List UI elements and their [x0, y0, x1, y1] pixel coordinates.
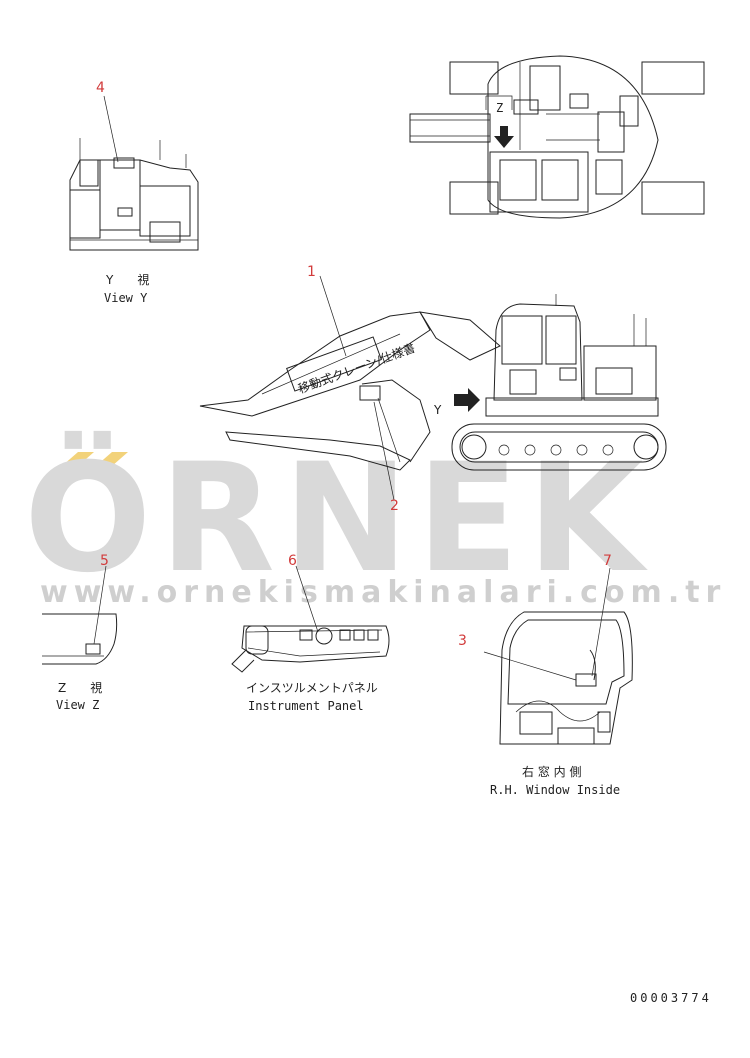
watermark-url: www.ornekismakinalari.com.tr: [40, 575, 726, 610]
callout-4: 4: [96, 80, 105, 96]
rh-window-en: R.H. Window Inside: [490, 783, 620, 797]
arrow-z-icon: [494, 126, 514, 148]
instrument-panel-drawing: 6 インスツルメントパネル Instrument Panel: [231, 553, 390, 713]
rh-window-jp: 右 窓 内 側: [522, 764, 581, 779]
callout-3: 3: [458, 633, 467, 649]
rh-window-drawing: 3 7 右 窓 内 側 R.H. Window Inside: [458, 553, 633, 797]
view-y-jp: Y 視: [105, 272, 149, 287]
instrument-panel-en: Instrument Panel: [248, 699, 364, 713]
instrument-panel-jp: インスツルメントパネル: [246, 681, 378, 695]
watermark-brand: ÖRNEK: [24, 430, 651, 606]
callout-1: 1: [307, 264, 316, 280]
callout-6: 6: [288, 553, 297, 569]
callout-7: 7: [603, 553, 612, 569]
drawing-number: 00003774: [630, 991, 712, 1005]
watermark: ÖRNEK www.ornekismakinalari.com.tr: [24, 430, 726, 610]
arrow-y-icon: [454, 388, 480, 412]
arrow-z-label: Z: [496, 101, 503, 115]
boom-label: 移動式クレーン/仕様書: [296, 341, 417, 396]
view-y-drawing: 4 Y 視 View Y: [69, 80, 199, 305]
watermark-accent-left: [62, 452, 94, 466]
view-y-en: View Y: [104, 291, 148, 305]
arrow-y-label: Y: [433, 403, 442, 417]
watermark-accent-right: [96, 452, 128, 466]
plan-view: Z: [409, 55, 705, 219]
view-z-jp: Z 視: [58, 680, 102, 695]
view-z-en: View Z: [56, 698, 99, 712]
callout-2: 2: [390, 498, 399, 514]
callout-5: 5: [100, 553, 109, 569]
view-z-drawing: 5 Z 視 View Z: [42, 553, 118, 712]
